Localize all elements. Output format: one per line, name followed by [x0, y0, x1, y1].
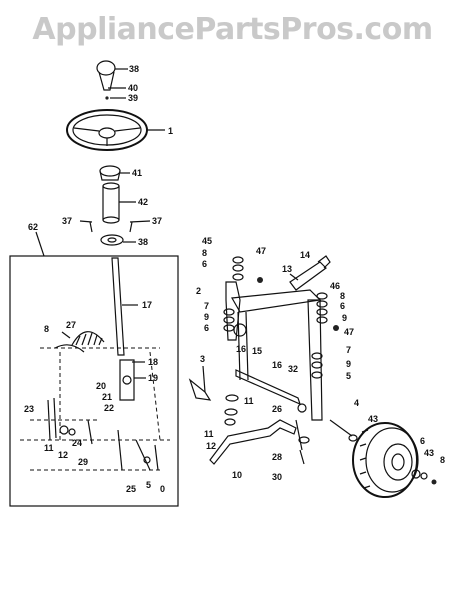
- callout-12: 12: [58, 450, 68, 460]
- steering-wheel: [66, 109, 165, 151]
- callout-37-left: 37: [62, 216, 72, 226]
- callout-10: 10: [232, 470, 242, 480]
- callout-30: 30: [272, 472, 282, 482]
- callout-42: 42: [138, 197, 148, 207]
- callout-47-b: 47: [344, 327, 354, 337]
- callout-46: 46: [330, 281, 340, 291]
- rod-end-hardware: [295, 419, 310, 465]
- washers-11-12: [224, 394, 239, 426]
- callout-37-right: 37: [152, 216, 162, 226]
- inset-dashed-guides: [20, 347, 170, 471]
- front-wheel: [352, 422, 419, 498]
- tie-rod-13-14: [289, 255, 331, 291]
- callout-6-b: 6: [340, 301, 345, 311]
- callout-32: 32: [288, 364, 298, 374]
- callout-18: 18: [148, 357, 158, 367]
- wheel-hardware: [329, 419, 437, 485]
- callout-12-b: 12: [206, 441, 216, 451]
- callout-labels: 38 40 39 1 41 42 37 37 38 62 17 8 27 18 …: [24, 64, 445, 494]
- callout-39: 39: [128, 93, 138, 103]
- callout-19: 19: [148, 373, 158, 383]
- callout-6-d: 6: [420, 436, 425, 446]
- steering-adapter: [99, 165, 130, 181]
- callout-9: 9: [204, 312, 209, 322]
- callout-8-c: 8: [340, 291, 345, 301]
- steering-bellows: [102, 182, 136, 224]
- callout-16-b: 16: [272, 360, 282, 370]
- drag-link-32: [235, 369, 307, 413]
- callout-47: 47: [256, 246, 266, 256]
- callout-20: 20: [96, 381, 106, 391]
- callout-9-b: 9: [342, 313, 347, 323]
- callout-4: 4: [354, 398, 359, 408]
- callout-40: 40: [128, 83, 138, 93]
- callout-9-c: 9: [346, 359, 351, 369]
- callout-38: 38: [129, 64, 139, 74]
- callout-8: 8: [44, 324, 49, 334]
- callout-7-b: 7: [346, 345, 351, 355]
- callout-7: 7: [204, 301, 209, 311]
- inset-frame: [9, 255, 179, 507]
- callout-29: 29: [78, 457, 88, 467]
- callout-38-lower: 38: [138, 237, 148, 247]
- inset-small-parts: [47, 397, 159, 471]
- callout-8-d: 8: [440, 455, 445, 465]
- tie-rod-10: [209, 419, 297, 465]
- callout-16: 16: [236, 344, 246, 354]
- steering-shaft: [111, 257, 138, 356]
- callout-8-b: 8: [202, 248, 207, 258]
- callout-11-c: 11: [204, 429, 214, 439]
- callout-11: 11: [44, 443, 54, 453]
- spindle-left: [223, 256, 263, 341]
- column-bolts: [79, 220, 151, 233]
- callout-62: 62: [28, 222, 38, 232]
- callout-6-c: 6: [204, 323, 209, 333]
- callout-23: 23: [24, 404, 34, 414]
- callout-28: 28: [272, 452, 282, 462]
- callout-24: 24: [72, 438, 82, 448]
- callout-5: 5: [146, 480, 151, 490]
- callout-3: 3: [200, 354, 205, 364]
- callout-1: 1: [168, 126, 173, 136]
- callout-22: 22: [104, 403, 114, 413]
- callout-25: 25: [126, 484, 136, 494]
- callout-15: 15: [252, 346, 262, 356]
- watermark: AppliancePartsPros.com: [32, 12, 433, 47]
- column-bearing: [100, 234, 136, 246]
- steering-knob: [96, 60, 128, 91]
- callout-43-b: 43: [424, 448, 434, 458]
- callout-0: 0: [160, 484, 165, 494]
- spindle-right: [307, 292, 339, 421]
- callout-13: 13: [282, 264, 292, 274]
- callout-26: 26: [272, 404, 282, 414]
- knob-hardware: [105, 87, 126, 100]
- callout-6-a: 6: [202, 259, 207, 269]
- callout-27: 27: [66, 320, 76, 330]
- pinion-assembly: [119, 359, 146, 401]
- callout-11-b: 11: [244, 396, 254, 406]
- callout-41: 41: [132, 168, 142, 178]
- sector-gear: [54, 331, 105, 353]
- callout-14: 14: [300, 250, 310, 260]
- callout-5-b: 5: [346, 371, 351, 381]
- callout-17: 17: [142, 300, 152, 310]
- callout-21: 21: [102, 392, 112, 402]
- left-tie-end: [188, 365, 212, 401]
- callout-45: 45: [202, 236, 212, 246]
- callout-43: 43: [368, 414, 378, 424]
- callout-2: 2: [196, 286, 201, 296]
